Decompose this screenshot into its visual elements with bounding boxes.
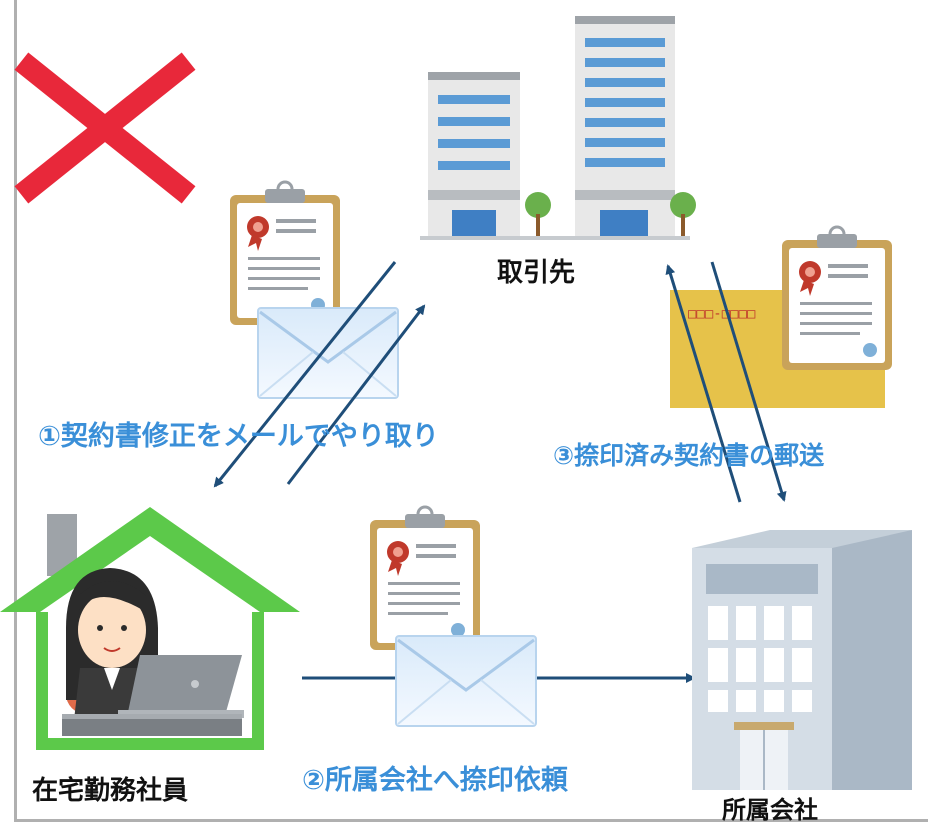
contract-document-icon-2 [368, 505, 482, 652]
partner-label: 取引先 [497, 258, 576, 288]
email-envelope-icon-2 [394, 634, 538, 728]
company-label: 所属会社 [722, 796, 818, 824]
postal-code-text: □□□-□□□□ [688, 306, 756, 322]
company-building-icon [692, 530, 912, 790]
cross-mark-icon [14, 52, 196, 204]
employee-person-icon [62, 568, 244, 736]
frame-bottom-border [14, 819, 928, 822]
arrow-employee-to-partner [286, 304, 426, 485]
arrow-company-to-partner [665, 264, 742, 503]
employee-label: 在宅勤務社員 [32, 776, 189, 806]
stamped-contract-icon [780, 225, 894, 372]
partner-buildings-icon [420, 16, 696, 240]
contract-document-icon [228, 180, 342, 327]
home-office-icon [0, 507, 300, 750]
email-envelope-icon [256, 306, 400, 400]
arrow-partner-to-employee [213, 261, 397, 488]
step1-label: ①契約書修正をメールでやり取り [38, 421, 439, 452]
step2-label: ②所属会社へ捺印依頼 [302, 765, 568, 796]
frame-left-border [14, 0, 17, 822]
arrow-partner-to-company [710, 261, 787, 502]
step3-label: ③捺印済み契約書の郵送 [553, 441, 825, 470]
